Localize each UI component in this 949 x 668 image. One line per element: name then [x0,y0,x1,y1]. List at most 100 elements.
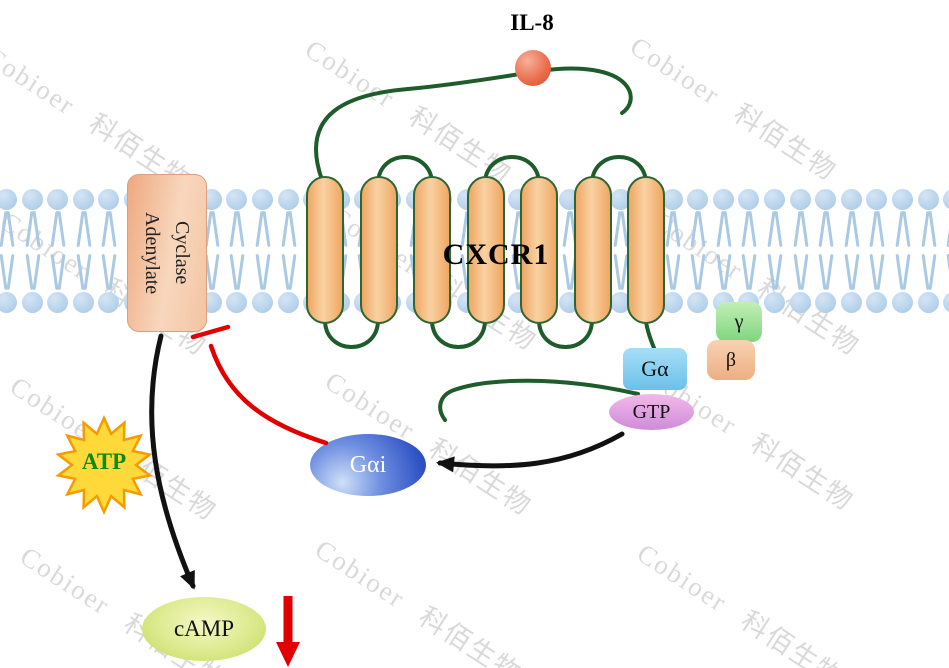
lipid-head [47,189,68,210]
lipid-tail [844,254,852,290]
lipid-head [866,292,887,313]
lipid-tail [723,211,731,247]
lipid-tail [774,211,782,247]
lipid-head [662,189,683,210]
lipid-head [892,292,913,313]
lipid-tail [57,211,65,247]
lipid-head [252,189,273,210]
lipid-tail [869,211,877,247]
lipid-tail [716,211,724,247]
lipid-tail [665,211,673,247]
lipid-tail [921,211,929,247]
adenylate-cyclase-label: Adenylate Cyclase [141,211,193,295]
lipid-tail [672,254,680,290]
lipid-tail [50,254,58,290]
lipid-tail [76,254,84,290]
lipid-tail [895,254,903,290]
lipid-tail [825,211,833,247]
lipid-head [866,189,887,210]
il8-ligand [515,50,551,86]
lipid-tail [895,211,903,247]
lipid-tail [25,211,33,247]
lipid-head [790,189,811,210]
lipid-tail [665,254,673,290]
lipid-tail [262,211,270,247]
lipid-tail [748,254,756,290]
lipid-head [0,189,17,210]
lipid-head [47,292,68,313]
lipid-tail [851,211,859,247]
lipid-head [252,292,273,313]
camp-label: cAMP [173,616,235,641]
lipid-head [73,292,94,313]
receptor-label: CXCR1 [442,238,550,271]
lipid-tail [844,211,852,247]
helix-6 [574,176,612,324]
lipid-tail [902,211,910,247]
lipid-tail [800,211,808,247]
lipid-head [610,189,631,210]
lipid-tail [0,211,7,247]
lipid-tail [774,254,782,290]
lipid-tail [6,254,14,290]
lipid-tail [793,254,801,290]
lipid-tail [50,211,58,247]
lipid-head [22,189,43,210]
lipid-tail [255,211,263,247]
lipid-head [918,189,939,210]
helix-2 [360,176,398,324]
lipid-head [610,292,631,313]
lipid-tail [876,211,884,247]
lipid-head [764,292,785,313]
lipid-tail [281,211,289,247]
lipid-head [278,189,299,210]
lipid-tail [288,211,296,247]
lipid-head [764,189,785,210]
helix-4 [467,176,505,324]
lipid-head [943,292,949,313]
camp-molecule: cAMP [142,597,266,661]
lipid-head [892,189,913,210]
lipid-tail [672,211,680,247]
lipid-tail [108,254,116,290]
lipid-tail [83,254,91,290]
lipid-tail [723,254,731,290]
lipid-tail [876,254,884,290]
gtp-label: GTP [632,400,671,423]
lipid-head [98,189,119,210]
g-alpha-subunit: Gα [623,348,687,390]
lipid-tail [262,254,270,290]
lipid-head [687,292,708,313]
lipid-head [918,292,939,313]
lipid-head [226,189,247,210]
lipid-head [22,292,43,313]
gamma-label: γ [734,310,744,333]
lipid-tail [229,254,237,290]
lipid-tail [562,211,570,247]
lipid-tail [6,211,14,247]
beta-label: β [725,348,737,371]
lipid-tail [101,254,109,290]
lipid-tail [851,254,859,290]
lipid-tail [741,211,749,247]
lipid-head [713,189,734,210]
lipid-tail [921,254,929,290]
lipid-head [226,292,247,313]
il8-label: IL-8 [510,10,554,35]
lipid-tail [83,211,91,247]
lipid-tail [108,211,116,247]
lipid-tail [281,254,289,290]
lipid-tail [25,254,33,290]
lipid-tail [767,211,775,247]
adenylate-cyclase: Adenylate Cyclase [127,174,207,332]
g-alpha-i-subunit: Gαi [310,434,426,496]
lipid-tail [928,211,936,247]
helix-7 [627,176,665,324]
lipid-tail [741,254,749,290]
lipid-tail [902,254,910,290]
helix-1 [306,176,344,324]
lipid-tail [562,254,570,290]
lipid-head [815,292,836,313]
